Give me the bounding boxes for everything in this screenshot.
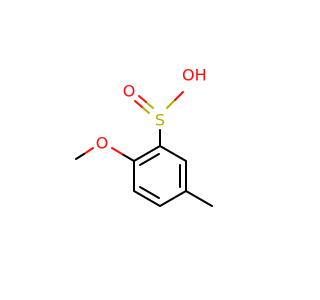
bond-c5-ch3 xyxy=(185,190,213,207)
sulfinic-acid-group: S O OH xyxy=(123,66,207,147)
hydroxyl-oxygen-label: OH xyxy=(182,66,207,85)
bond-s-oh-oxygen-half xyxy=(174,91,184,101)
ring-bond-c3-c4 xyxy=(133,190,161,207)
structure-canvas: S O OH O xyxy=(75,66,213,207)
bond-o-ch3-oxygen-half xyxy=(83,147,94,155)
double-bond-oxygen-label: O xyxy=(123,82,136,101)
bond-s-o-double-sulfur-half-a xyxy=(145,101,154,109)
sulfur-atom-label: S xyxy=(155,111,165,130)
bond-c2-o xyxy=(121,153,135,162)
ring-bond-c1-c2 xyxy=(133,145,161,162)
methyl-group xyxy=(185,190,213,207)
bond-s-o-double-oxygen-half-a xyxy=(138,95,147,103)
bond-c2-o-oxygen-half xyxy=(111,147,123,155)
bond-s-oh-sulfur-half xyxy=(166,99,176,109)
methoxy-oxygen-label: O xyxy=(96,134,109,153)
ring-bond-c4-c5 xyxy=(159,190,187,207)
bond-o-ch3-carbon-half xyxy=(75,153,85,160)
benzene-ring xyxy=(133,145,187,207)
ring-double-bond-inner-2 xyxy=(139,186,160,199)
bond-s-o-double-sulfur-half-b xyxy=(141,106,150,114)
ring-bond-c6-c1 xyxy=(159,145,187,162)
methoxy-group: O xyxy=(75,134,135,162)
ring-double-bond-inner-1 xyxy=(139,153,160,166)
bond-s-o-double-oxygen-half-b xyxy=(134,100,143,108)
molecule-diagram: S O OH O xyxy=(75,66,213,207)
